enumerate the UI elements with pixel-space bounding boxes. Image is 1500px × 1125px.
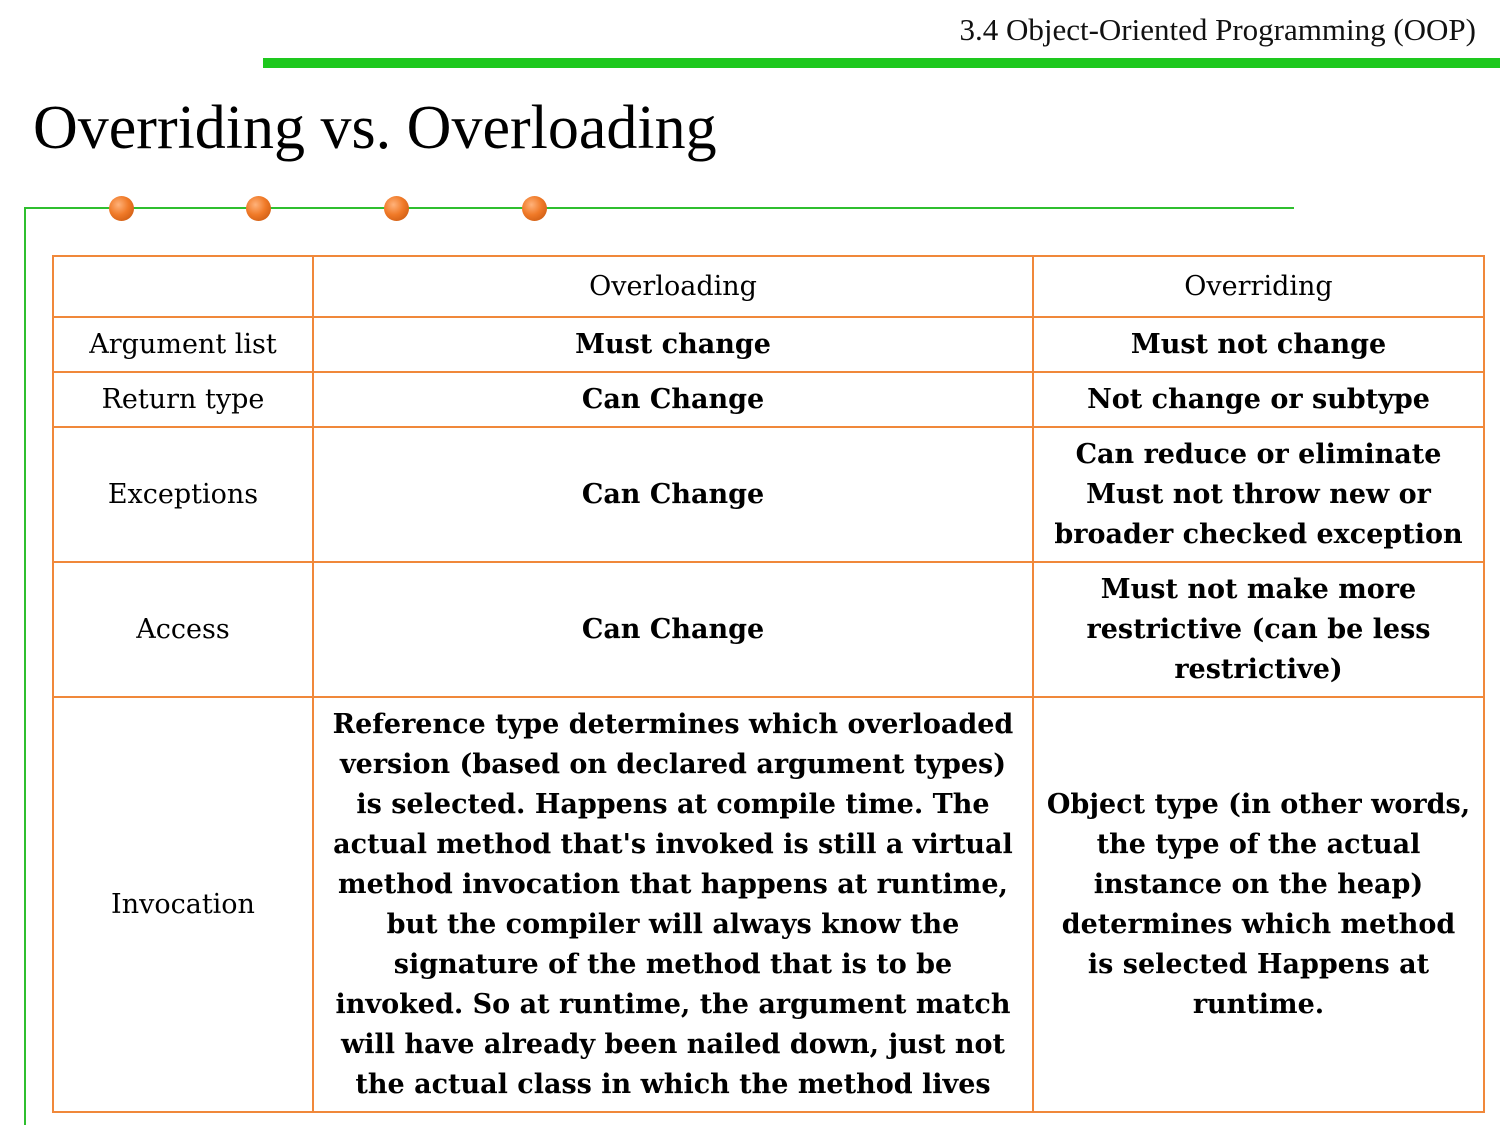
overloading-cell: Can Change <box>312 426 1034 563</box>
row-label: Return type <box>52 371 314 428</box>
overriding-cell: Must not change <box>1032 316 1485 373</box>
overloading-cell: Can Change <box>312 371 1034 428</box>
comparison-table: Overloading Overriding Argument list Mus… <box>52 255 1485 1113</box>
left-rule <box>24 207 26 1125</box>
bullet-dot-icon <box>522 196 547 221</box>
overriding-cell: Object type (in other words, the type of… <box>1032 696 1485 1113</box>
top-accent-bar <box>263 58 1500 68</box>
overloading-cell: Must change <box>312 316 1034 373</box>
section-header: 3.4 Object-Oriented Programming (OOP) <box>959 12 1476 47</box>
overriding-cell: Can reduce or eliminate Must not throw n… <box>1032 426 1485 563</box>
slide-title: Overriding vs. Overloading <box>33 94 717 162</box>
bullet-dot-icon <box>384 196 409 221</box>
header-cell-overriding: Overriding <box>1032 255 1485 318</box>
row-label: Access <box>52 561 314 698</box>
overloading-cell: Can Change <box>312 561 1034 698</box>
overloading-cell: Reference type determines which overload… <box>312 696 1034 1113</box>
bullet-dot-icon <box>246 196 271 221</box>
header-cell-overloading: Overloading <box>312 255 1034 318</box>
overriding-cell: Must not make more restrictive (can be l… <box>1032 561 1485 698</box>
bullet-dot-icon <box>109 196 134 221</box>
table-row: Access Can Change Must not make more res… <box>52 561 1485 698</box>
row-label: Invocation <box>52 696 314 1113</box>
table-row: Return type Can Change Not change or sub… <box>52 371 1485 428</box>
header-cell-empty <box>52 255 314 318</box>
row-label: Argument list <box>52 316 314 373</box>
table-row: Argument list Must change Must not chang… <box>52 316 1485 373</box>
title-underline <box>24 207 1294 209</box>
table-row: Exceptions Can Change Can reduce or elim… <box>52 426 1485 563</box>
row-label: Exceptions <box>52 426 314 563</box>
table-header-row: Overloading Overriding <box>52 255 1485 318</box>
table-row: Invocation Reference type determines whi… <box>52 696 1485 1113</box>
overriding-cell: Not change or subtype <box>1032 371 1485 428</box>
